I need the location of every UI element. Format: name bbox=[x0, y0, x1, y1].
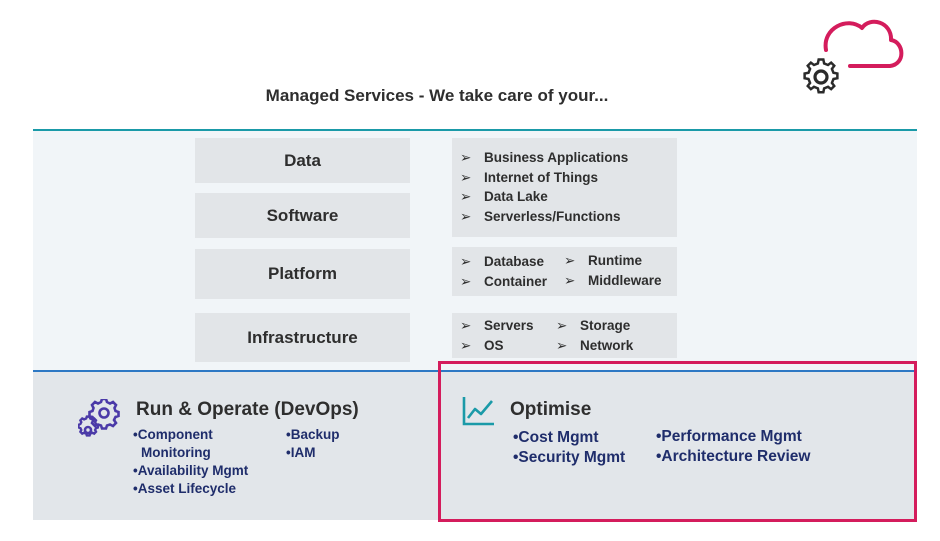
run-operate-title: Run & Operate (DevOps) bbox=[136, 399, 359, 420]
detail-box-infrastructure: ➢Servers ➢OS ➢Storage ➢Network bbox=[452, 313, 677, 358]
list-item: ➢Internet of Things bbox=[460, 170, 598, 185]
services-area bbox=[33, 372, 917, 520]
layer-platform: Platform bbox=[195, 249, 410, 299]
optimise-list-2: •Performance Mgmt •Architecture Review bbox=[656, 427, 810, 467]
arrow-icon: ➢ bbox=[564, 253, 576, 268]
list-item: •Asset Lifecycle bbox=[133, 481, 237, 496]
arrow-icon: ➢ bbox=[460, 274, 472, 289]
list-item: ➢Network bbox=[556, 338, 634, 353]
gears-icon bbox=[78, 399, 120, 437]
run-operate-list-2: •Backup •IAM bbox=[286, 426, 340, 462]
list-item: •Availability Mgmt bbox=[133, 463, 249, 478]
list-item: ➢Business Applications bbox=[460, 150, 629, 165]
optimise-title: Optimise bbox=[510, 399, 592, 420]
cloud-outline bbox=[823, 19, 904, 68]
list-item: ➢Middleware bbox=[564, 273, 662, 288]
list-item: ➢Servers bbox=[460, 318, 534, 333]
layer-data: Data bbox=[195, 138, 410, 183]
list-item: •Security Mgmt bbox=[513, 449, 626, 466]
list-item: ➢Data Lake bbox=[460, 189, 548, 204]
arrow-icon: ➢ bbox=[460, 254, 472, 269]
middle-divider bbox=[33, 370, 917, 372]
arrow-icon: ➢ bbox=[460, 170, 472, 185]
layer-infrastructure: Infrastructure bbox=[195, 313, 410, 362]
arrow-icon: ➢ bbox=[460, 318, 472, 333]
arrow-icon: ➢ bbox=[564, 273, 576, 288]
list-item: ➢Storage bbox=[556, 318, 631, 333]
optimise-list-1: •Cost Mgmt •Security Mgmt bbox=[513, 428, 625, 468]
optimise-highlight-frame bbox=[438, 361, 917, 522]
detail-box-data-software: ➢Business Applications ➢Internet of Thin… bbox=[452, 138, 677, 237]
list-item: •Component bbox=[133, 427, 213, 442]
arrow-icon: ➢ bbox=[460, 189, 472, 204]
arrow-icon: ➢ bbox=[460, 338, 472, 353]
list-item: •IAM bbox=[286, 445, 316, 460]
arrow-icon: ➢ bbox=[460, 209, 472, 224]
list-item: •Performance Mgmt bbox=[656, 428, 802, 445]
arrow-icon: ➢ bbox=[460, 150, 472, 165]
layer-software: Software bbox=[195, 193, 410, 238]
arrow-icon: ➢ bbox=[556, 338, 568, 353]
list-item: ➢Database bbox=[460, 254, 545, 269]
run-operate-list-1: •Component Monitoring •Availability Mgmt… bbox=[133, 426, 248, 498]
list-item: Monitoring bbox=[141, 445, 211, 460]
top-divider bbox=[33, 129, 917, 131]
list-item: ➢OS bbox=[460, 338, 504, 353]
list-item: •Architecture Review bbox=[656, 448, 811, 465]
list-item: ➢Container bbox=[460, 274, 548, 289]
arrow-icon: ➢ bbox=[556, 318, 568, 333]
list-item: •Cost Mgmt bbox=[513, 429, 599, 446]
chart-line-icon bbox=[462, 397, 494, 426]
gear-shape bbox=[803, 58, 839, 94]
list-item: ➢Serverless/Functions bbox=[460, 209, 621, 224]
list-item: •Backup bbox=[286, 427, 340, 442]
list-item: ➢Runtime bbox=[564, 253, 642, 268]
page-title: Managed Services - We take care of your.… bbox=[265, 86, 609, 105]
detail-box-platform: ➢Database ➢Container ➢Runtime ➢Middlewar… bbox=[452, 247, 677, 296]
cloud-gear-icon bbox=[803, 19, 904, 94]
